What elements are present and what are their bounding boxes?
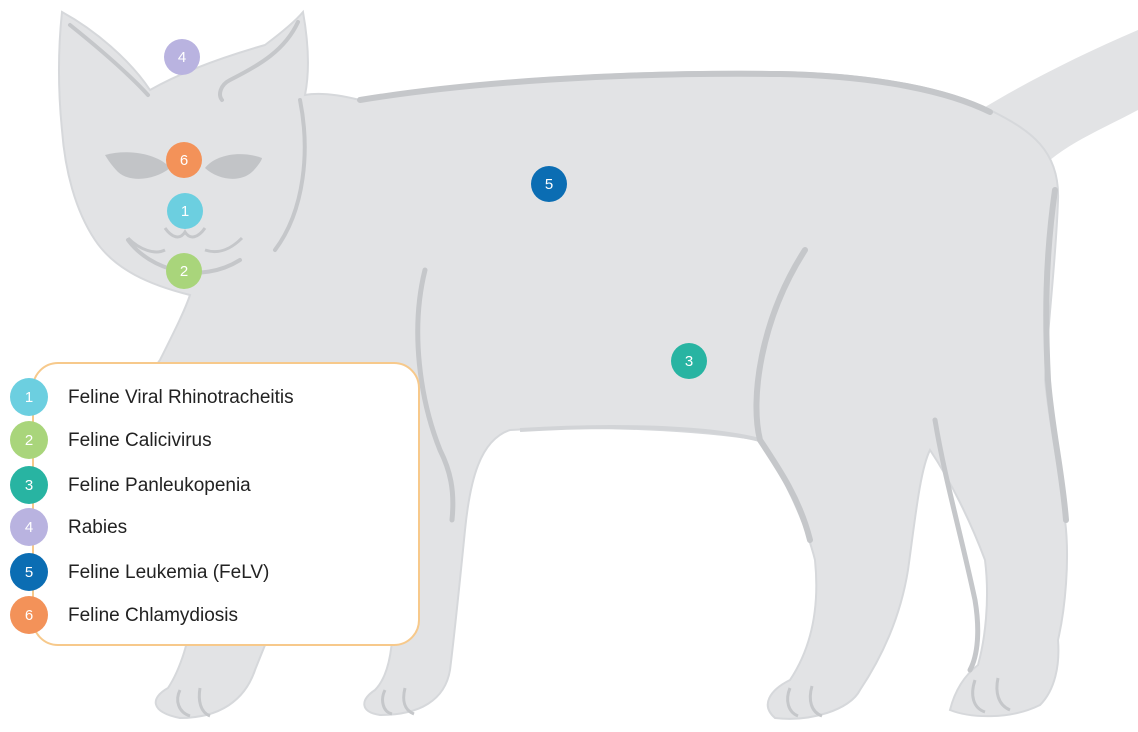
marker-1: 1: [167, 193, 203, 229]
legend-item-2: 2 Feline Calicivirus: [10, 421, 410, 459]
legend-label-5: Feline Leukemia (FeLV): [68, 562, 269, 584]
legend-dot-4-number: 4: [25, 519, 33, 536]
legend-dot-3-number: 3: [25, 477, 33, 494]
legend-item-1: 1 Feline Viral Rhinotracheitis: [10, 378, 410, 416]
marker-6-label: 6: [180, 153, 188, 168]
legend-dot-1-number: 1: [25, 389, 33, 406]
legend-label-4: Rabies: [68, 517, 127, 539]
legend-dot-6: 6: [10, 596, 48, 634]
marker-2-label: 2: [180, 264, 188, 279]
legend-dot-6-number: 6: [25, 607, 33, 624]
legend-dot-3: 3: [10, 466, 48, 504]
marker-3-label: 3: [685, 354, 693, 369]
marker-4: 4: [164, 39, 200, 75]
legend-dot-4: 4: [10, 508, 48, 546]
legend-dot-5: 5: [10, 553, 48, 591]
legend-label-6: Feline Chlamydiosis: [68, 605, 238, 627]
legend-label-3: Feline Panleukopenia: [68, 475, 251, 497]
legend-dot-5-number: 5: [25, 564, 33, 581]
marker-5-label: 5: [545, 177, 553, 192]
marker-6: 6: [166, 142, 202, 178]
legend-dot-1: 1: [10, 378, 48, 416]
legend-dot-2-number: 2: [25, 432, 33, 449]
marker-2: 2: [166, 253, 202, 289]
legend-dot-2: 2: [10, 421, 48, 459]
legend-item-5: 5 Feline Leukemia (FeLV): [10, 553, 410, 591]
marker-3: 3: [671, 343, 707, 379]
marker-4-label: 4: [178, 50, 186, 65]
marker-5: 5: [531, 166, 567, 202]
legend-item-6: 6 Feline Chlamydiosis: [10, 596, 410, 634]
legend-item-4: 4 Rabies: [10, 508, 410, 546]
marker-1-label: 1: [181, 204, 189, 219]
legend-label-1: Feline Viral Rhinotracheitis: [68, 387, 294, 409]
legend-item-3: 3 Feline Panleukopenia: [10, 466, 410, 504]
legend-label-2: Feline Calicivirus: [68, 430, 212, 452]
